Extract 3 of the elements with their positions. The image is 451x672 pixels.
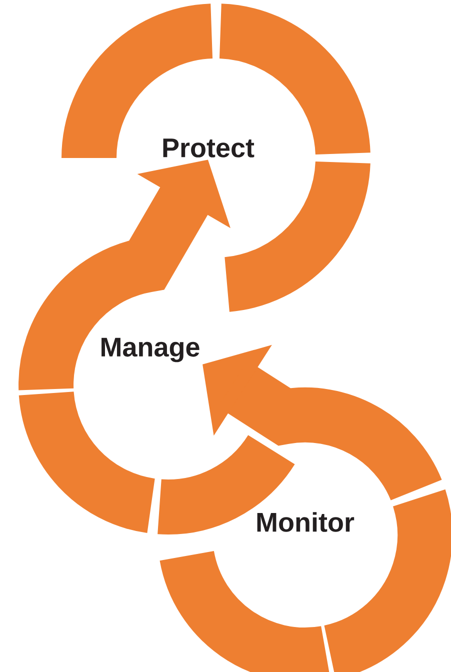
step-label: Monitor	[257, 512, 354, 532]
step-label: Protect	[163, 138, 254, 158]
step-label: Manage	[102, 338, 200, 362]
